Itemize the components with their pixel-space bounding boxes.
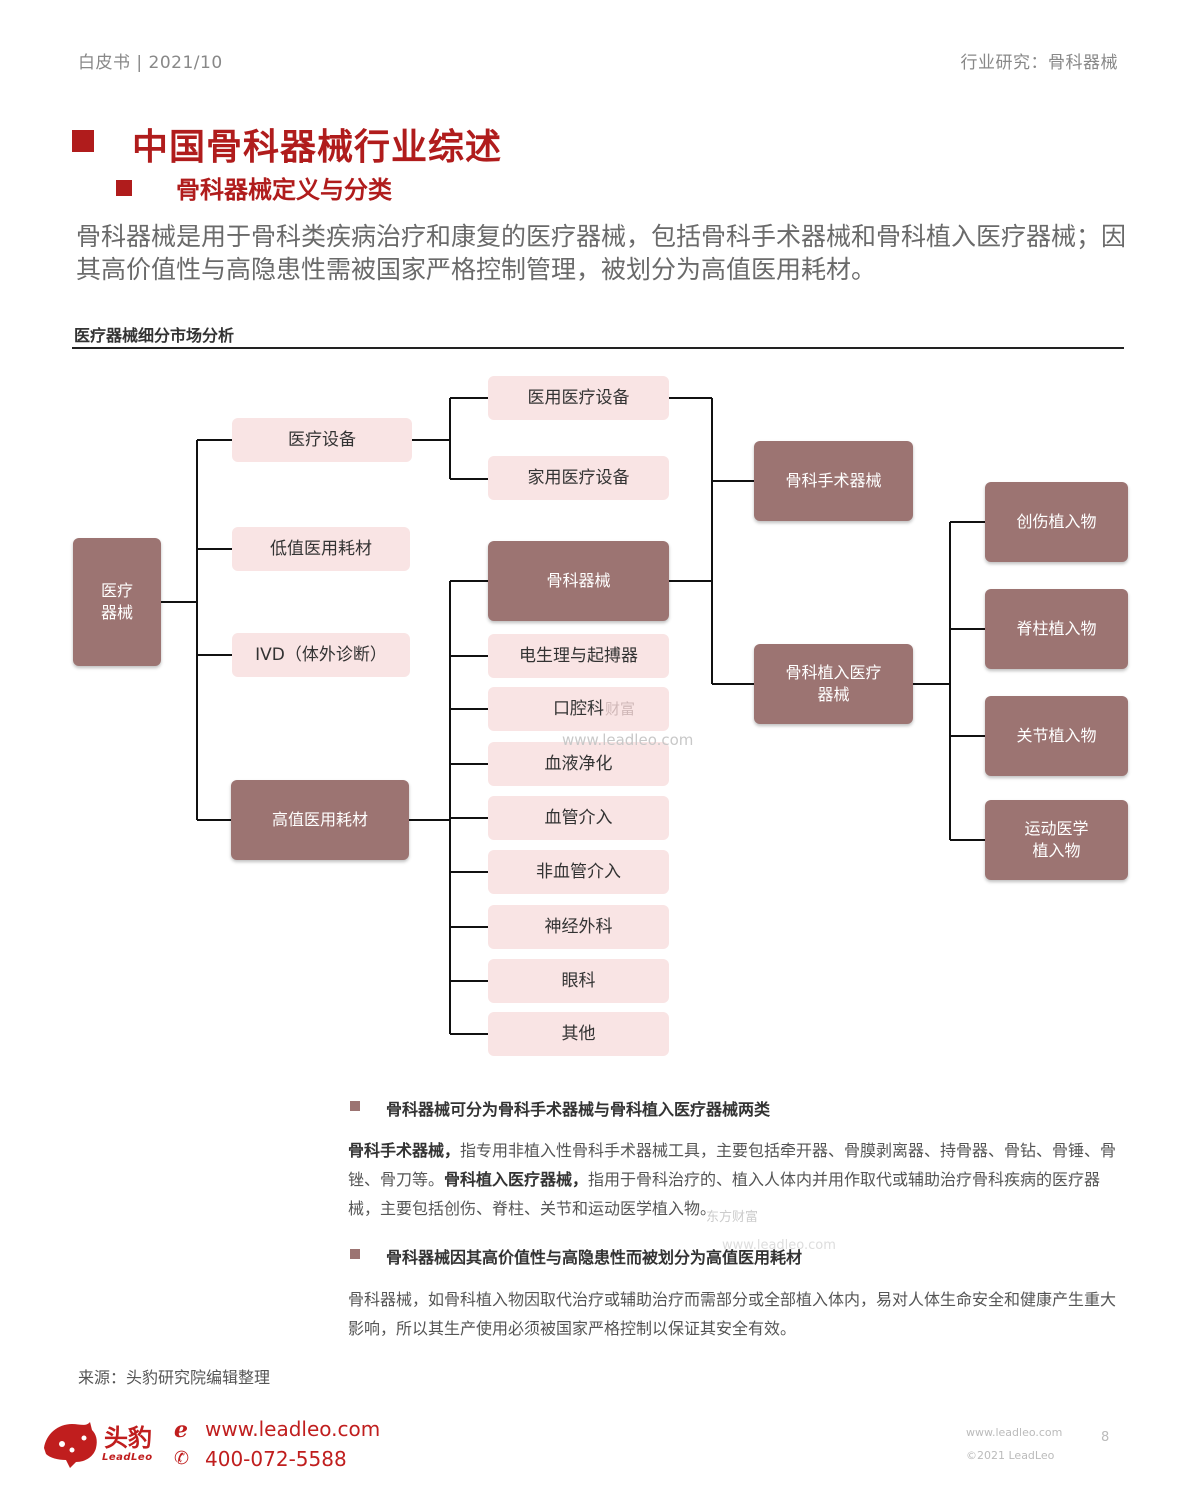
- watermark-url: www.leadleo.com: [562, 731, 694, 749]
- node-trauma-implants: 创伤植入物: [985, 482, 1128, 562]
- bullet-paragraph-1: 骨科手术器械，指专用非植入性骨科手术器械工具，主要包括牵开器、骨膜剥离器、持骨器…: [348, 1141, 1117, 1218]
- bullet-paragraph-2: 骨科器械，如骨科植入物因取代治疗或辅助治疗而需部分或全部植入体内，易对人体生命安…: [348, 1290, 1117, 1338]
- source-note: 来源：头豹研究院编辑整理: [78, 1368, 271, 1387]
- node-ivd: IVD（体外诊断）: [232, 633, 410, 677]
- brand-name-cn: 头豹: [104, 1424, 152, 1452]
- node-vascular-intervention: 血管介入: [488, 796, 669, 840]
- node-medical-devices: 医疗 器械: [73, 538, 161, 666]
- intro-paragraph: 骨科器械是用于骨科类疾病治疗和康复的医疗器械，包括骨科手术器械和骨科植入医疗器械…: [76, 222, 1127, 284]
- node-medical-equipment: 医疗设备: [232, 418, 412, 462]
- phone-number: 400-072-5588: [205, 1447, 347, 1471]
- node-high-value-consumables: 高值医用耗材: [231, 780, 409, 860]
- chart-title: 医疗器械细分市场分析: [74, 326, 235, 345]
- node-home-equipment: 家用医疗设备: [488, 456, 669, 500]
- watermark-text: 财富: [605, 700, 636, 718]
- brand-name-en: LeadLeo: [102, 1452, 153, 1463]
- node-dental: 口腔科: [488, 687, 669, 731]
- term-implant: 骨科植入医疗器械，: [444, 1170, 589, 1189]
- bullet-marker: [350, 1101, 360, 1111]
- watermark-text-2: 东方财富: [706, 1210, 759, 1225]
- node-orthopedic-devices: 骨科器械: [488, 541, 669, 621]
- node-ophthalmology: 眼科: [488, 959, 669, 1003]
- web-icon: ℯ: [174, 1418, 188, 1443]
- node-spine-implants: 脊柱植入物: [985, 589, 1128, 669]
- phone-icon: ✆: [174, 1448, 190, 1469]
- leopard-logo-icon: [44, 1422, 97, 1468]
- footer-copyright: ©2021 LeadLeo: [966, 1449, 1055, 1462]
- node-sports-medicine-implants: 运动医学 植入物: [985, 800, 1128, 880]
- node-other: 其他: [488, 1012, 669, 1056]
- node-ortho-surgical-instruments: 骨科手术器械: [754, 441, 913, 521]
- node-joint-implants: 关节植入物: [985, 696, 1128, 776]
- header-category: 行业研究：骨科器械: [960, 53, 1118, 73]
- page-subtitle: 骨科器械定义与分类: [176, 176, 392, 204]
- node-electrophysiology: 电生理与起搏器: [488, 634, 669, 678]
- title-marker: [72, 130, 94, 152]
- page-title: 中国骨科器械行业综述: [132, 127, 503, 168]
- node-nonvascular-intervention: 非血管介入: [488, 850, 669, 894]
- node-blood-purification: 血液净化: [488, 742, 669, 786]
- watermark-url-2: www.leadleo.com: [722, 1238, 836, 1253]
- website-link[interactable]: www.leadleo.com: [205, 1417, 381, 1441]
- page-number: 8: [1101, 1430, 1110, 1445]
- node-low-value-consumables: 低值医用耗材: [232, 527, 410, 571]
- footer-website: www.leadleo.com: [966, 1426, 1063, 1439]
- node-ortho-implant-devices: 骨科植入医疗 器械: [754, 644, 913, 724]
- node-hospital-equipment: 医用医疗设备: [488, 376, 669, 420]
- chart-divider: [72, 347, 1124, 349]
- bullet-marker: [350, 1249, 360, 1259]
- bullet-heading-2: 骨科器械因其高价值性与高隐患性而被划分为高值医用耗材: [386, 1248, 803, 1267]
- header-meta: 白皮书 | 2021/10: [78, 53, 223, 73]
- term-surgical: 骨科手术器械，: [348, 1141, 461, 1160]
- subtitle-marker: [116, 180, 132, 196]
- bullet-heading-1: 骨科器械可分为骨科手术器械与骨科植入医疗器械两类: [386, 1100, 771, 1119]
- node-neurosurgery: 神经外科: [488, 905, 669, 949]
